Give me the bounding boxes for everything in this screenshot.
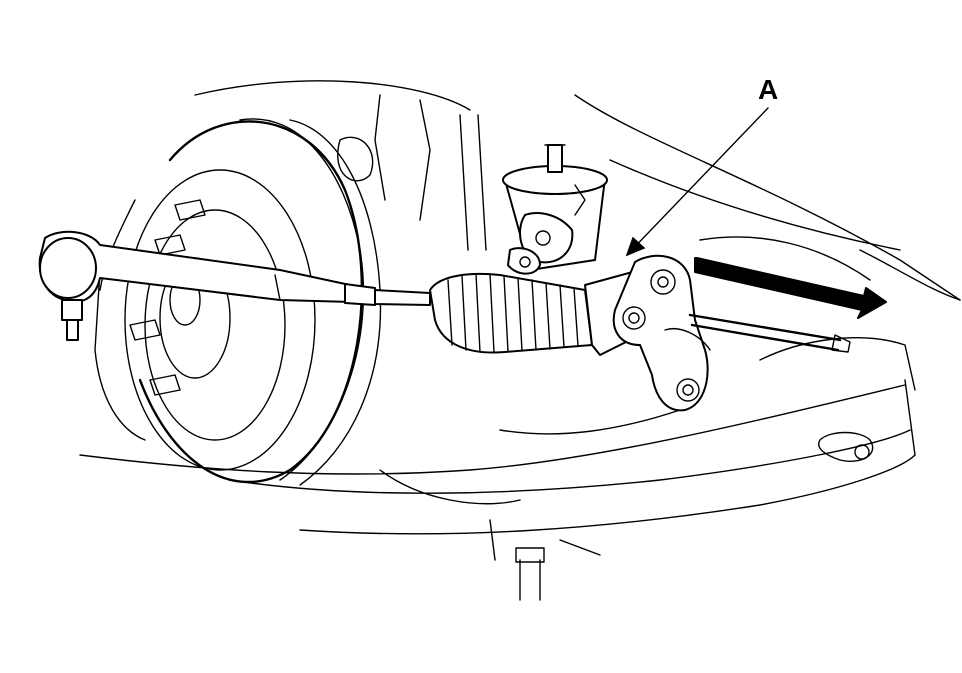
rack-extension bbox=[688, 313, 851, 353]
brake-disc-hub bbox=[94, 118, 382, 486]
mounting-bracket bbox=[612, 254, 711, 412]
callout-a: A bbox=[625, 74, 778, 257]
background-chassis-lines bbox=[194, 80, 961, 301]
direction-arrow bbox=[694, 257, 887, 319]
callout-label: A bbox=[758, 74, 778, 105]
tie-rod-assembly bbox=[38, 230, 431, 341]
rack-boot bbox=[429, 272, 593, 354]
